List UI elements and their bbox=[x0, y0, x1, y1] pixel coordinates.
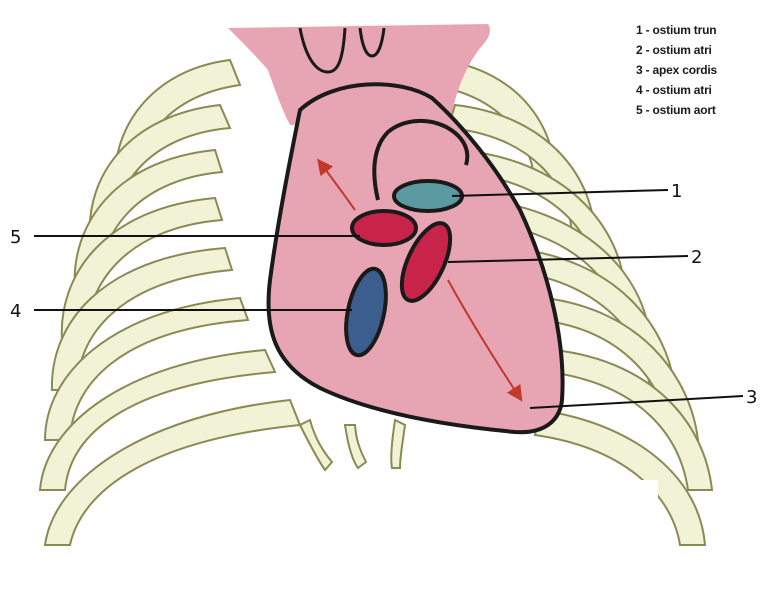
valve-aortic bbox=[352, 211, 416, 245]
marker-5: 5 bbox=[10, 227, 21, 248]
marker-2: 2 bbox=[691, 247, 702, 268]
legend-item-4: 4 - ostium atri bbox=[636, 80, 768, 100]
legend-item-3: 3 - apex cordis bbox=[636, 60, 768, 80]
marker-4: 4 bbox=[10, 301, 21, 322]
legend-item-1: 1 - ostium trun bbox=[636, 20, 768, 40]
marker-1: 1 bbox=[671, 181, 682, 202]
blank-overlay bbox=[210, 480, 658, 609]
xiphoid-right bbox=[391, 420, 405, 468]
legend: 1 - ostium trun 2 - ostium atri 3 - apex… bbox=[636, 20, 768, 120]
legend-item-5: 5 - ostium aort bbox=[636, 100, 768, 120]
legend-item-2: 2 - ostium atri bbox=[636, 40, 768, 60]
marker-3: 3 bbox=[746, 387, 757, 408]
valve-pulmonary bbox=[394, 181, 462, 211]
xiphoid-mid bbox=[345, 425, 366, 468]
xiphoid-left bbox=[300, 420, 332, 470]
